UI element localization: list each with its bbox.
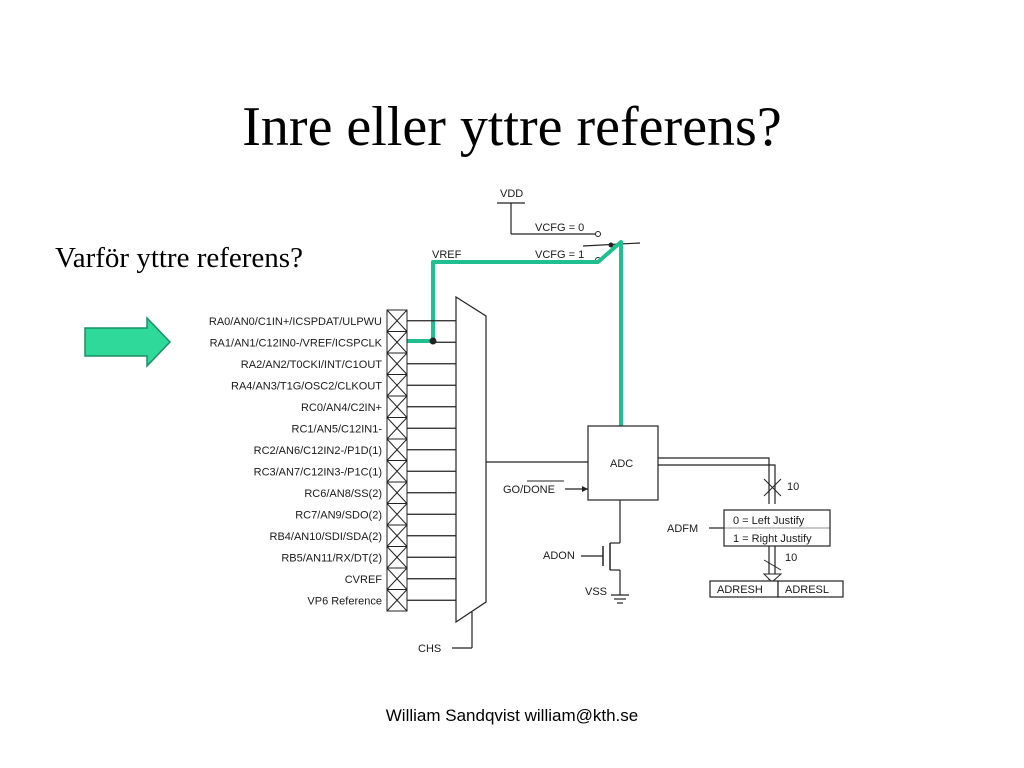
pin-label: RB4/AN10/SDI/SDA(2) <box>270 531 382 543</box>
vcfg1-label: VCFG = 1 <box>535 249 584 261</box>
adresh-label: ADRESH <box>717 584 763 596</box>
left-justify-label: 0 = Left Justify <box>733 515 805 527</box>
pin-label: RA2/AN2/T0CKI/INT/C1OUT <box>241 359 382 371</box>
pin-label: RC3/AN7/C12IN3-/P1C(1) <box>254 466 382 478</box>
pin-box-cross <box>386 567 408 590</box>
slide-subtitle: Varför yttre referens? <box>55 242 303 274</box>
vdd-label: VDD <box>500 188 523 200</box>
vss-label: VSS <box>585 586 607 598</box>
vref-label: VREF <box>432 249 462 261</box>
pin-label: RA1/AN1/C12IN0-/VREF/ICSPCLK <box>210 337 383 349</box>
adresl-label: ADRESL <box>785 584 829 596</box>
pin-label: RB5/AN11/RX/DT(2) <box>281 552 382 564</box>
pin-box-cross <box>386 352 408 375</box>
pin-box-cross <box>386 460 408 483</box>
bus-width-out: 10 <box>785 552 797 564</box>
pin-label: CVREF <box>345 574 383 586</box>
analog-multiplexer <box>455 295 487 624</box>
pin-box-cross <box>386 438 408 461</box>
pin-label: RC6/AN8/SS(2) <box>304 488 382 500</box>
slide-title: Inre eller yttre referens? <box>242 96 782 158</box>
adresl-register <box>777 580 844 598</box>
go-done-label: GO/DONE <box>503 484 555 496</box>
adc-label: ADC <box>610 458 633 470</box>
pin-box-cross <box>386 589 408 612</box>
pin-box-cross <box>386 309 408 332</box>
pin-box-cross <box>386 417 408 440</box>
adc-block <box>587 425 659 501</box>
pin-label: RC1/AN5/C12IN1- <box>292 423 383 435</box>
pin-label: VP6 Reference <box>307 595 382 607</box>
adon-label: ADON <box>543 550 575 562</box>
pin-box-cross <box>386 546 408 569</box>
pin-label: RC7/AN9/SDO(2) <box>295 509 382 521</box>
pin-label: RC0/AN4/C2IN+ <box>301 402 382 414</box>
chs-label: CHS <box>418 643 441 655</box>
pin-box-cross <box>386 481 408 504</box>
pin-label: RC2/AN6/C12IN2-/P1D(1) <box>254 445 382 457</box>
pin-label: RA4/AN3/T1G/OSC2/CLKOUT <box>231 380 382 392</box>
adfm-label: ADFM <box>667 523 698 535</box>
pin-box-cross <box>386 395 408 418</box>
pin-box-cross <box>386 331 408 354</box>
pin-label: RA0/AN0/C1IN+/ICSPDAT/ULPWU <box>209 316 382 328</box>
pin-box-cross <box>386 374 408 397</box>
footer-credit: William Sandqvist william@kth.se <box>385 706 639 725</box>
vref-highlight-path <box>431 240 623 428</box>
pointer-arrow-icon <box>84 316 172 368</box>
pin-box-cross <box>386 524 408 547</box>
pin-column: RA0/AN0/C1IN+/ICSPDAT/ULPWU RA1/AN1/C12IN… <box>209 309 456 612</box>
bus-width-in: 10 <box>787 481 799 493</box>
right-justify-label: 1 = Right Justify <box>733 533 812 545</box>
pin-box-cross <box>386 503 408 526</box>
vcfg0-label: VCFG = 0 <box>535 222 584 234</box>
